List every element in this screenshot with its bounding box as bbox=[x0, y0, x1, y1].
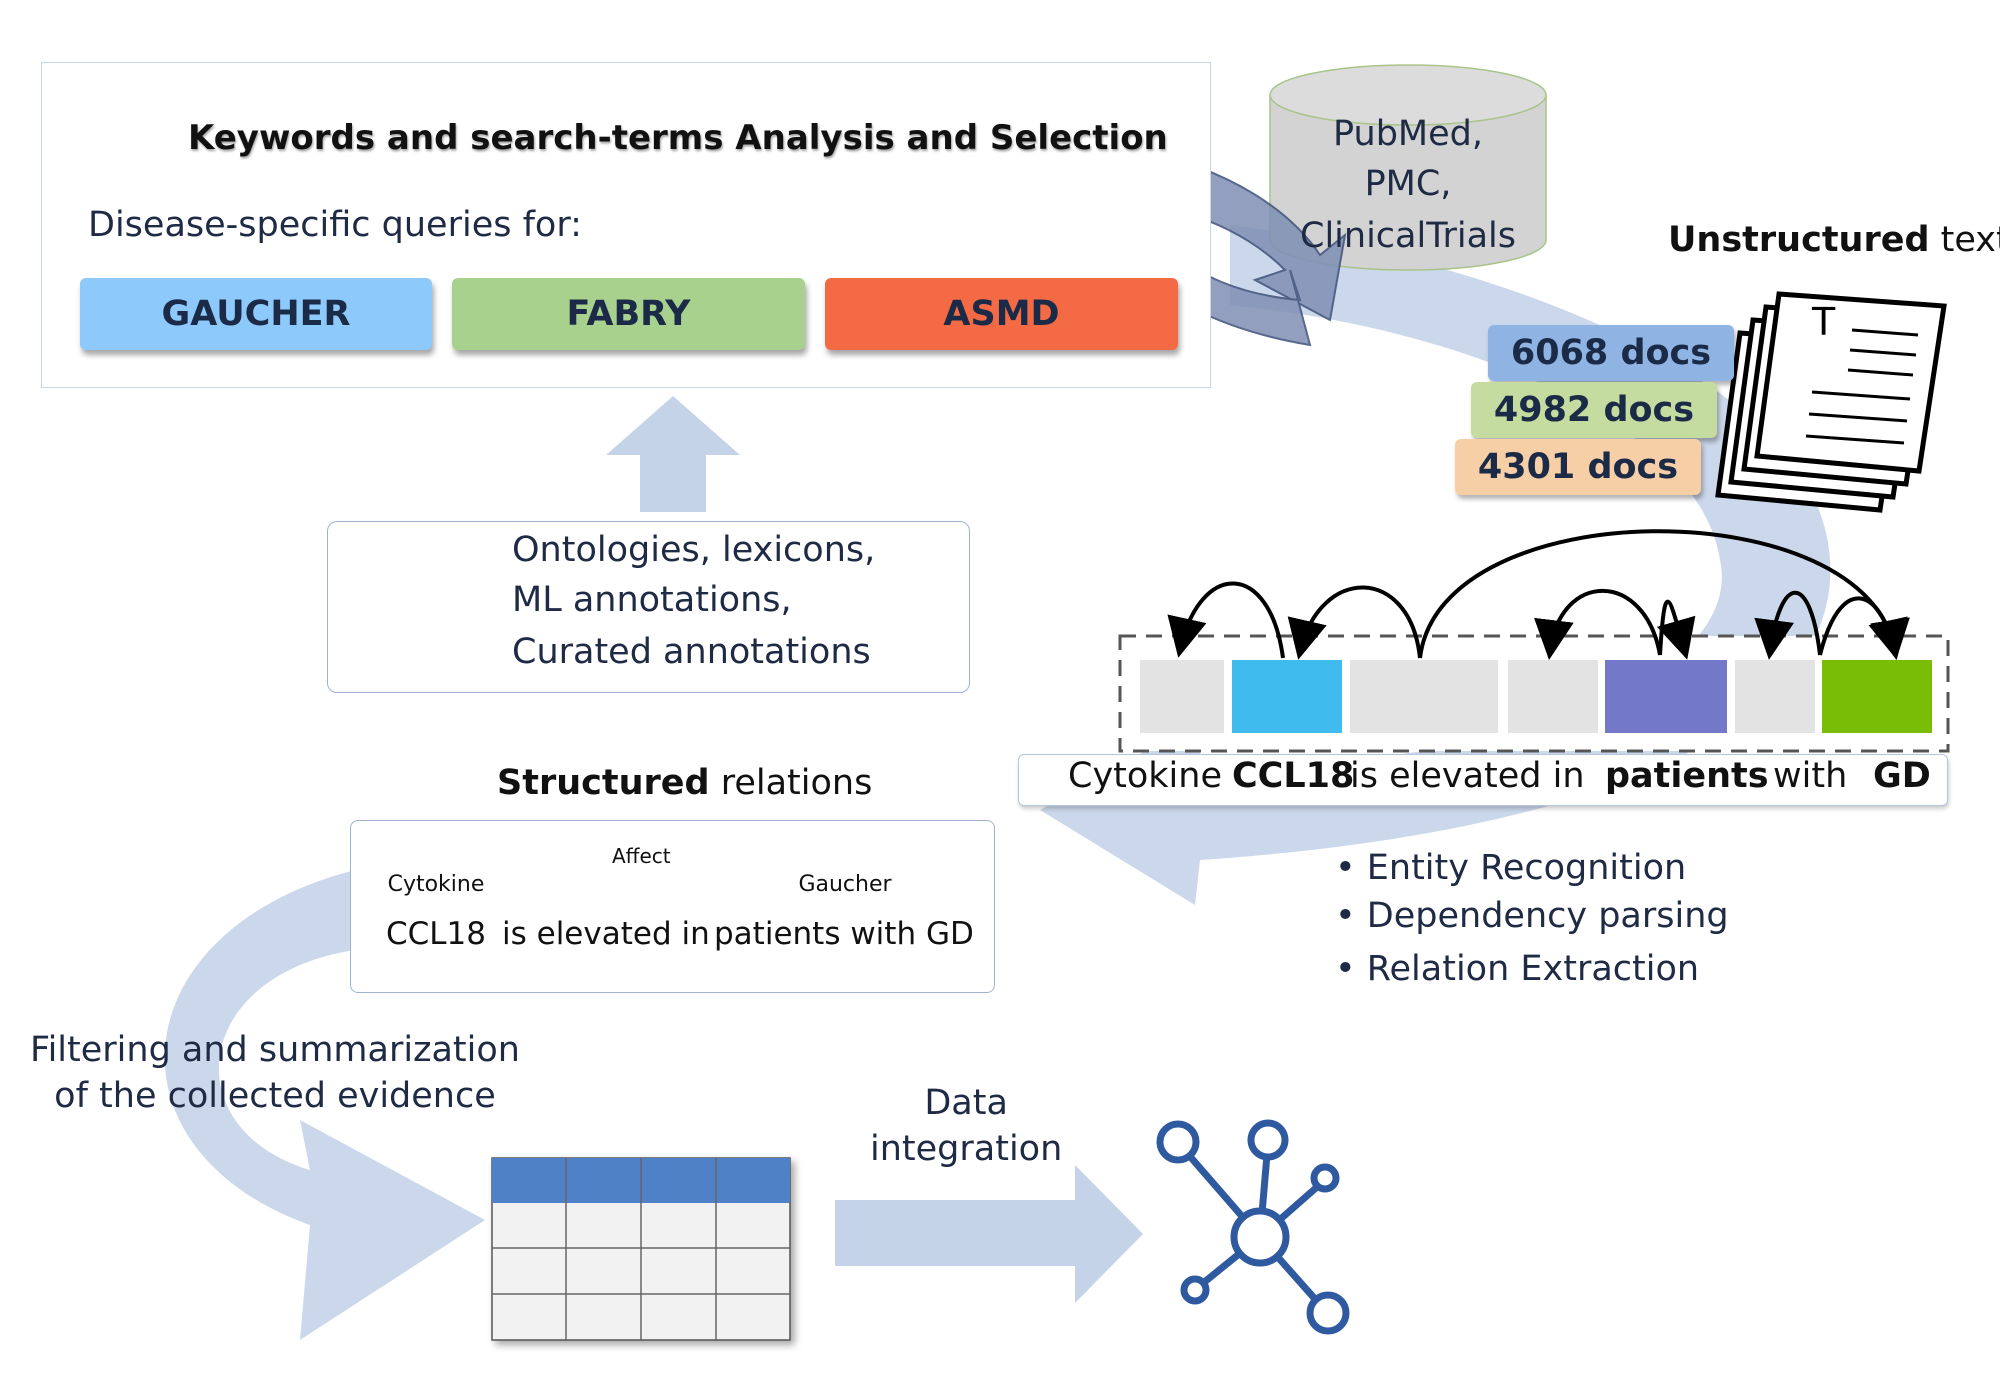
token-boxes bbox=[1140, 660, 1932, 733]
filtering-line-2: of the collected evidence bbox=[54, 1076, 496, 1116]
resources-line-3: Curated annotations bbox=[512, 632, 871, 672]
resources-line-2: ML annotations, bbox=[512, 580, 792, 620]
database-icon bbox=[1269, 64, 1547, 271]
token-box bbox=[1508, 660, 1598, 733]
unstructured-text-label: Unstructured text bbox=[1668, 220, 2000, 260]
gaucher-docs-count: 6068 docs bbox=[1488, 325, 1734, 381]
resources-box bbox=[327, 521, 970, 693]
structured-relations-label: Structured relations bbox=[497, 763, 872, 803]
sentence-word-1: Cytokine bbox=[1068, 756, 1222, 796]
document-t-glyph: T bbox=[1811, 300, 1836, 344]
pipeline-step-2-label: Dependency parsing bbox=[1366, 896, 1729, 936]
structured-bold: Structured bbox=[497, 763, 710, 803]
fabry-button[interactable]: FABRY bbox=[452, 278, 805, 350]
token-box bbox=[1822, 660, 1932, 733]
documents-stack-icon bbox=[1715, 291, 1947, 513]
integration-label: Data integration bbox=[870, 1083, 1062, 1169]
flow-band-left bbox=[164, 870, 486, 1340]
entity-type-gaucher: Gaucher bbox=[798, 872, 892, 897]
database-line-3: ClinicalTrials bbox=[1300, 216, 1516, 256]
asmd-button[interactable]: ASMD bbox=[825, 278, 1178, 350]
pipeline-step-2: • Dependency parsing bbox=[1335, 896, 1729, 936]
fabry-docs-count: 4982 docs bbox=[1471, 382, 1717, 438]
up-arrow bbox=[606, 396, 740, 512]
pipeline-step-3-label: Relation Extraction bbox=[1366, 949, 1700, 989]
pipeline-step-1-label: Entity Recognition bbox=[1366, 848, 1687, 888]
sentence-word-4: patients bbox=[1605, 756, 1769, 796]
asmd-docs-count: 4301 docs bbox=[1455, 439, 1701, 495]
sentence-word-6: GD bbox=[1873, 756, 1931, 796]
pipeline-step-1: • Entity Recognition bbox=[1335, 848, 1687, 888]
relation-box bbox=[350, 820, 995, 993]
filtering-line-1: Filtering and summarization bbox=[30, 1030, 520, 1070]
sentence-word-5: with bbox=[1773, 756, 1848, 796]
token-box bbox=[1605, 660, 1727, 733]
entity-type-cytokine: Cytokine bbox=[387, 872, 485, 897]
token-box bbox=[1735, 660, 1815, 733]
token-box bbox=[1140, 660, 1224, 733]
unstructured-bold: Unstructured bbox=[1668, 220, 1930, 260]
unstructured-rest: text bbox=[1940, 220, 2000, 260]
database-line-2: PMC, bbox=[1364, 164, 1452, 204]
integration-arrow bbox=[835, 1165, 1143, 1303]
token-box bbox=[1350, 660, 1498, 733]
structured-rest: relations bbox=[709, 763, 873, 803]
sentence-word-2: CCL18 bbox=[1232, 756, 1355, 796]
resources-line-1: Ontologies, lexicons, bbox=[512, 530, 876, 570]
gaucher-button[interactable]: GAUCHER bbox=[80, 278, 432, 350]
integration-line-1: Data bbox=[924, 1083, 1008, 1123]
entity-1-text: CCL18 bbox=[386, 916, 487, 952]
token-box bbox=[1232, 660, 1342, 733]
relation-middle-text: is elevated in bbox=[502, 916, 710, 952]
data-table-icon bbox=[491, 1157, 791, 1341]
pipeline-step-3: • Relation Extraction bbox=[1335, 949, 1700, 989]
dependency-arcs bbox=[1167, 529, 1910, 660]
integration-line-2: integration bbox=[870, 1129, 1063, 1169]
sentence-word-3: is elevated in bbox=[1350, 756, 1585, 796]
sentence-bar bbox=[1018, 754, 1948, 806]
entity-2-text: patients with GD bbox=[714, 916, 974, 952]
database-line-1: PubMed, bbox=[1333, 114, 1483, 154]
query-panel-title: Keywords and search-terms Analysis and S… bbox=[188, 118, 1168, 158]
filtering-label: Filtering and summarization of the colle… bbox=[30, 1030, 520, 1116]
query-panel-subtitle: Disease-specific queries for: bbox=[88, 205, 582, 245]
knowledge-graph-icon bbox=[1156, 1119, 1350, 1335]
relation-label: Affect bbox=[612, 844, 671, 868]
